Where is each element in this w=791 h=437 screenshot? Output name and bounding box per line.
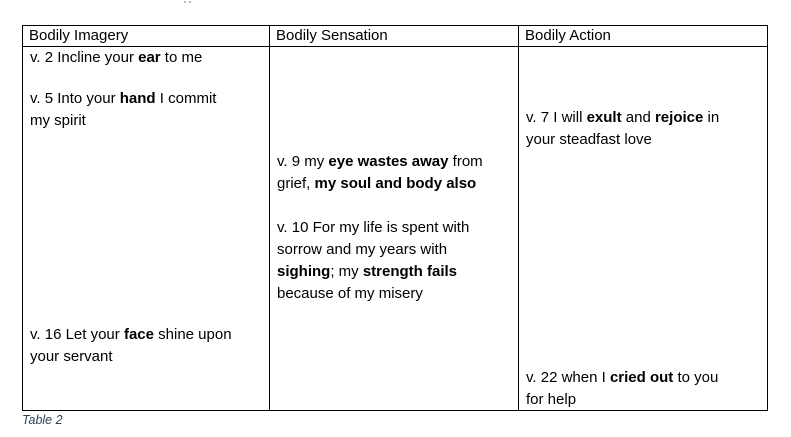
- column-header-bodily-sensation: Bodily Sensation: [269, 25, 519, 47]
- column-header-bodily-action: Bodily Action: [518, 25, 768, 47]
- column-header-bodily-imagery: Bodily Imagery: [22, 25, 270, 47]
- cropped-text-artifact: [184, 1, 186, 3]
- bodily-language-table: Bodily Imagery Bodily Sensation Bodily A…: [22, 25, 768, 411]
- cropped-text-artifact: [189, 1, 191, 3]
- cell-bodily-imagery: v. 2 Incline your ear to me v. 5 Into yo…: [22, 46, 270, 411]
- verse-text: v. 16 Let your face shine upon your serv…: [30, 326, 232, 365]
- cell-bodily-action: v. 7 I will exult and rejoice in your st…: [518, 46, 768, 411]
- cell-bodily-sensation: v. 9 my eye wastes away from grief, my s…: [269, 46, 519, 411]
- verse-text: v. 7 I will exult and rejoice in your st…: [526, 109, 720, 148]
- body-row: v. 2 Incline your ear to me v. 5 Into yo…: [22, 46, 768, 411]
- verse-text: v. 10 For my life is spent with sorrow a…: [277, 219, 470, 302]
- verse-text: v. 9 my eye wastes away from grief, my s…: [277, 153, 483, 192]
- verse-text: v. 22 when I cried out to you for help: [526, 369, 719, 408]
- verse-text: v. 2 Incline your ear to me: [30, 49, 203, 66]
- table-caption: Table 2: [22, 413, 63, 427]
- header-row: Bodily Imagery Bodily Sensation Bodily A…: [22, 25, 768, 47]
- verse-text: v. 5 Into your hand I commit my spirit: [30, 90, 217, 129]
